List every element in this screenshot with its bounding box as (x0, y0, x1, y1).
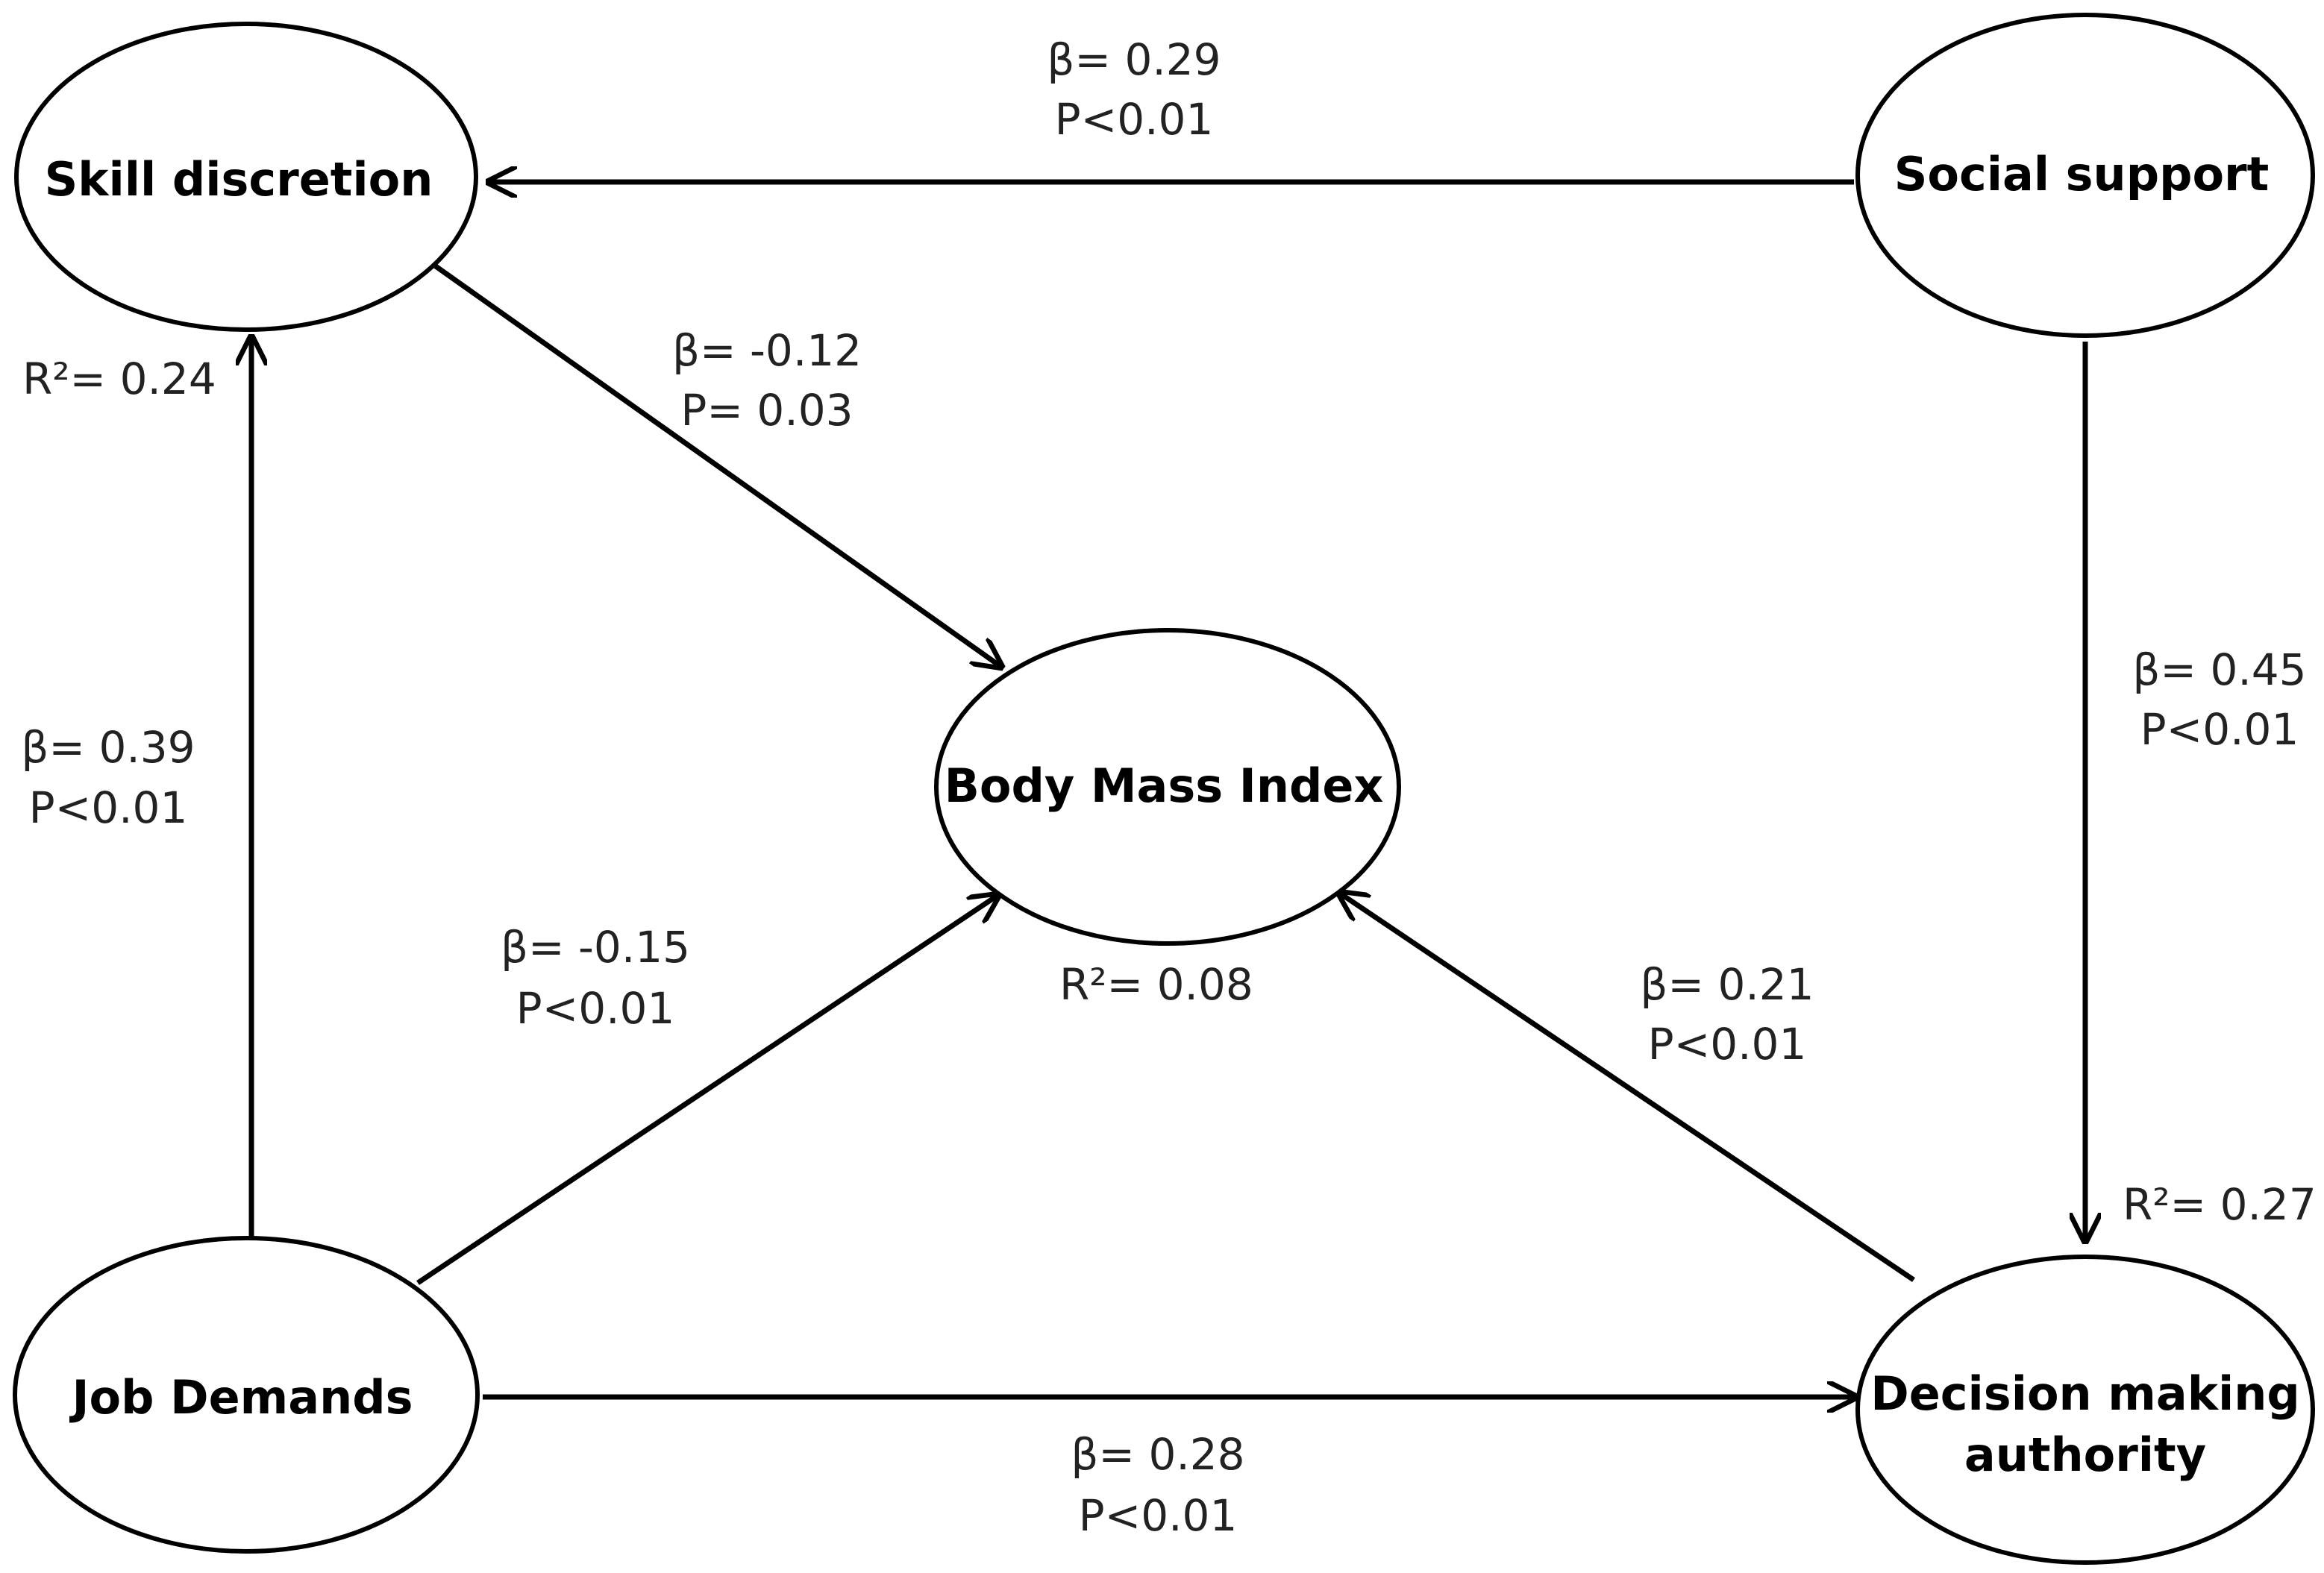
r2-decision-making: R²= 0.27 (2123, 1179, 2317, 1230)
node-label-authority: authority (1964, 1428, 2206, 1482)
r2-body-mass-index: R²= 0.08 (1059, 959, 1253, 1010)
edge-skill-to-bmi (416, 251, 1001, 667)
node-label-social-support: Social support (1894, 147, 2270, 201)
node-label-body-mass-index: Body Mass Index (945, 759, 1384, 813)
edge-label-job-to-bmi-p: P<0.01 (516, 983, 675, 1034)
node-job-demands (13, 1236, 480, 1554)
edge-label-job-to-decision-beta: β= 0.28 (1071, 1429, 1244, 1480)
edge-label-decision-to-bmi-beta: β= 0.21 (1640, 959, 1814, 1010)
edge-label-job-to-bmi-beta: β= -0.15 (501, 922, 690, 973)
node-body-mass-index (934, 628, 1401, 946)
node-decision-making-authority (1855, 1255, 2315, 1565)
edge-label-decision-to-bmi-p: P<0.01 (1648, 1019, 1807, 1070)
edge-label-social-to-decision-p: P<0.01 (2140, 704, 2299, 755)
edge-label-social-to-skill-p: P<0.01 (1055, 94, 1214, 145)
node-social-support (1855, 13, 2315, 338)
edge-label-skill-to-bmi-p: P= 0.03 (680, 385, 853, 436)
edge-label-job-to-decision-p: P<0.01 (1079, 1490, 1238, 1541)
edge-label-skill-to-bmi-beta: β= -0.12 (672, 325, 862, 376)
edge-label-social-to-skill-beta: β= 0.29 (1047, 34, 1221, 85)
edge-decision-to-bmi (1339, 893, 1915, 1282)
edge-job-to-bmi (416, 895, 998, 1285)
r2-skill-discretion: R²= 0.24 (22, 354, 216, 404)
node-label-decision-making: Decision making (1870, 1366, 2299, 1421)
edge-label-job-to-skill-beta: β= 0.39 (21, 722, 195, 773)
edge-label-job-to-skill-p: P<0.01 (29, 782, 188, 833)
node-skill-discretion (14, 22, 478, 332)
edge-label-social-to-decision-beta: β= 0.45 (2132, 644, 2306, 695)
node-label-skill-discretion: Skill discretion (45, 152, 433, 207)
node-label-job-demands: Job Demands (69, 1370, 413, 1425)
